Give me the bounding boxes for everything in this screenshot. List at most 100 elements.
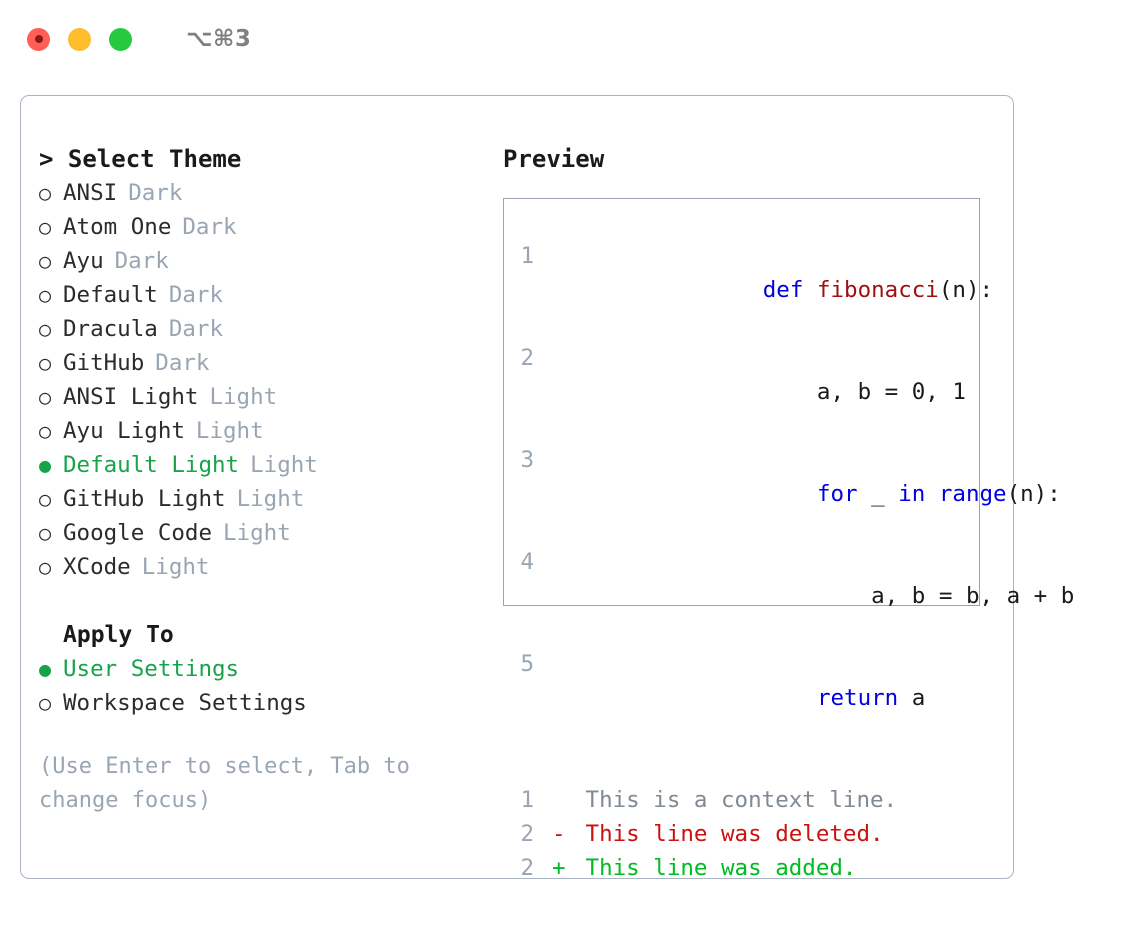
code-content: a, b = 0, 1: [546, 341, 966, 443]
line-number: 2: [520, 345, 534, 371]
preview-column: Preview 1 def fibonacci(n): 2: [491, 142, 1074, 881]
preview-spacer: [504, 749, 979, 783]
code-line: 4 a, b = b, a + b: [504, 545, 1074, 647]
diff-marker: [546, 783, 572, 817]
theme-label: ANSI: [63, 180, 118, 206]
apply-to-heading: Apply To: [63, 622, 174, 648]
theme-variant-badge: Dark: [155, 350, 210, 376]
apply-to-list: ● User Settings ○ Workspace Settings: [39, 652, 491, 720]
code-token-plain: [763, 685, 817, 711]
close-window-button[interactable]: [27, 27, 50, 51]
theme-label: Google Code: [63, 520, 213, 546]
theme-list: ○ ANSI Dark ○ Atom One Dark ○ Ayu Dark: [39, 176, 491, 584]
list-spacer: [39, 584, 491, 618]
radio-unselected-icon: ○: [39, 181, 52, 205]
theme-list-item[interactable]: ○ GitHub Light Light: [39, 482, 491, 516]
theme-list-item-selected[interactable]: ● Default Light Light: [39, 448, 491, 482]
minimize-window-button[interactable]: [68, 27, 91, 51]
code-token-plain: _: [857, 481, 899, 507]
theme-label: Default: [63, 282, 158, 308]
code-line: 3 for _ in range(n):: [504, 443, 1060, 545]
radio-unselected-icon: ○: [39, 317, 52, 341]
line-number: 4: [520, 549, 534, 575]
maximize-window-button[interactable]: [109, 27, 132, 51]
theme-list-item[interactable]: ○ Google Code Light: [39, 516, 491, 550]
radio-unselected-icon: ○: [39, 283, 52, 307]
theme-label: ANSI Light: [63, 384, 199, 410]
apply-to-label: Workspace Settings: [63, 690, 307, 716]
theme-label: Atom One: [63, 214, 172, 240]
radio-selected-icon: ●: [39, 453, 52, 477]
theme-variant-badge: Light: [195, 418, 264, 444]
radio-selected-icon: ●: [39, 657, 52, 681]
theme-variant-badge: Light: [236, 486, 305, 512]
theme-label: XCode: [63, 554, 131, 580]
radio-unselected-icon: ○: [39, 555, 52, 579]
theme-list-item[interactable]: ○ ANSI Light Light: [39, 380, 491, 414]
theme-variant-badge: Light: [209, 384, 278, 410]
code-token-keyword: for: [816, 481, 858, 507]
diff-text: This line was deleted.: [572, 821, 884, 847]
code-token-plain: (n):: [1006, 481, 1061, 507]
code-content: for _ in range(n):: [546, 443, 1061, 545]
theme-label: Default Light: [63, 452, 240, 478]
code-line: 1 def fibonacci(n):: [504, 239, 993, 341]
diff-line-deleted: 2 - This line was deleted.: [504, 817, 979, 851]
keyboard-shortcut-label: ⌥⌘3: [186, 26, 252, 52]
theme-label: Ayu: [63, 248, 104, 274]
theme-list-item[interactable]: ○ Ayu Light Light: [39, 414, 491, 448]
radio-unselected-icon: ○: [39, 419, 52, 443]
theme-variant-badge: Dark: [168, 282, 224, 308]
code-token-keyword: return: [816, 685, 899, 711]
apply-to-item-user-settings[interactable]: ● User Settings: [39, 652, 491, 686]
code-token-builtin: range: [938, 481, 1007, 507]
theme-label: Dracula: [63, 316, 158, 342]
diff-line-added: 2 + This line was added.: [504, 851, 979, 885]
theme-list-item[interactable]: ○ Atom One Dark: [39, 210, 491, 244]
theme-variant-badge: Dark: [182, 214, 237, 240]
diff-sample: 1 This is a context line. 2 - This line …: [504, 783, 979, 885]
titlebar: ⌥⌘3: [0, 0, 1140, 78]
theme-picker-column: > Select Theme ○ ANSI Dark ○ Atom One Da…: [21, 142, 491, 878]
theme-list-item[interactable]: ○ XCode Light: [39, 550, 491, 584]
diff-text: This is a context line.: [572, 787, 898, 813]
theme-list-item[interactable]: ○ ANSI Dark: [39, 176, 491, 210]
select-theme-heading: > Select Theme: [39, 145, 242, 173]
theme-variant-badge: Dark: [128, 180, 183, 206]
theme-variant-badge: Light: [223, 520, 291, 546]
radio-unselected-icon: ○: [39, 521, 52, 545]
theme-variant-badge: Light: [141, 554, 210, 580]
main-panel: > Select Theme ○ ANSI Dark ○ Atom One Da…: [20, 95, 1074, 881]
theme-variant-badge: Dark: [168, 316, 224, 342]
theme-list-item[interactable]: ○ GitHub Dark: [39, 346, 491, 380]
line-number: 3: [520, 447, 534, 473]
line-number: 2: [520, 855, 534, 881]
code-sample: 1 def fibonacci(n): 2 a, b = 0, 1: [504, 239, 1074, 749]
apply-to-label: User Settings: [63, 656, 240, 682]
diff-text: This line was added.: [572, 855, 857, 881]
code-token-plain: [925, 481, 939, 507]
radio-unselected-icon: ○: [39, 249, 52, 273]
diff-line-context: 1 This is a context line.: [504, 783, 979, 817]
radio-unselected-icon: ○: [39, 385, 52, 409]
radio-unselected-icon: ○: [39, 691, 52, 715]
code-token-plain: [763, 481, 817, 507]
code-line: 5 return a: [504, 647, 979, 749]
theme-label: GitHub: [63, 350, 145, 376]
keyboard-hint-text: (Use Enter to select, Tab to change focu…: [39, 754, 410, 813]
preview-heading: Preview: [503, 145, 605, 173]
line-number: 2: [520, 821, 534, 847]
theme-list-item[interactable]: ○ Ayu Dark: [39, 244, 491, 278]
theme-list-item[interactable]: ○ Dracula Dark: [39, 312, 491, 346]
code-content: def fibonacci(n):: [546, 239, 993, 341]
diff-marker-minus: -: [552, 821, 566, 847]
window-controls: [27, 27, 132, 51]
apply-to-item-workspace-settings[interactable]: ○ Workspace Settings: [39, 686, 491, 720]
code-content: a, b = b, a + b: [546, 545, 1074, 647]
theme-list-item[interactable]: ○ Default Dark: [39, 278, 491, 312]
code-token-keyword: def: [762, 277, 817, 303]
code-token-plain: a: [898, 685, 926, 711]
code-token-plain: a, b = b, a + b: [762, 583, 1075, 609]
code-token-plain: (n):: [938, 277, 994, 303]
